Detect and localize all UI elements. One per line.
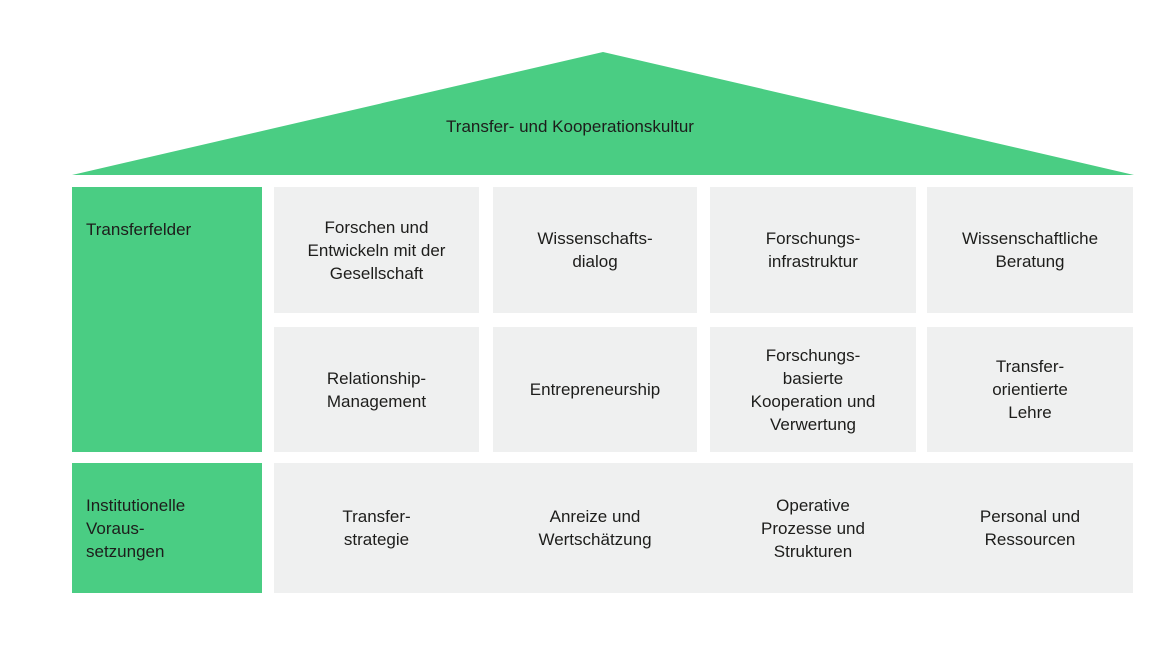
institutionelle-voraussetzungen-label: Institutionelle Voraus- setzungen [86,496,186,561]
institutionelle-voraussetzungen-bar: Transfer- strategie Anreize und Wertschä… [274,463,1133,593]
cell-forschungsinfrastruktur: Forschungs- infrastruktur [710,187,916,313]
transferfelder-label: Transferfelder [86,220,192,239]
cell-wissenschaftsdialog: Wissenschafts- dialog [493,187,697,313]
cell-anreize-wertschaetzung: Anreize und Wertschätzung [538,507,652,549]
roof-label: Transfer- und Kooperationskultur [446,117,694,136]
cell-personal-ressourcen: Personal und Ressourcen [979,507,1081,549]
cell-forschungsbasierte-kooperation: Forschungs- basierte Kooperation und Ver… [710,327,916,452]
cell-relationship-management: Relationship- Management [274,327,479,452]
cell-wissenschaftliche-beratung: Wissenschaftliche Beratung [927,187,1133,313]
cell-transferorientierte-lehre: Transfer- orientierte Lehre [927,327,1133,452]
roof-triangle [72,52,1134,175]
cell-forschen-entwickeln: Forschen und Entwickeln mit der Gesellsc… [274,187,479,313]
institutionelle-voraussetzungen-box: Institutionelle Voraus- setzungen [72,463,262,593]
cell-transferstrategie: Transfer- strategie [342,507,411,549]
cell-operative-prozesse: Operative Prozesse und Strukturen [761,495,865,561]
roof-shape [72,52,1134,175]
transferfelder-box: Transferfelder [72,187,262,452]
cell-entrepreneurship: Entrepreneurship [493,327,697,452]
